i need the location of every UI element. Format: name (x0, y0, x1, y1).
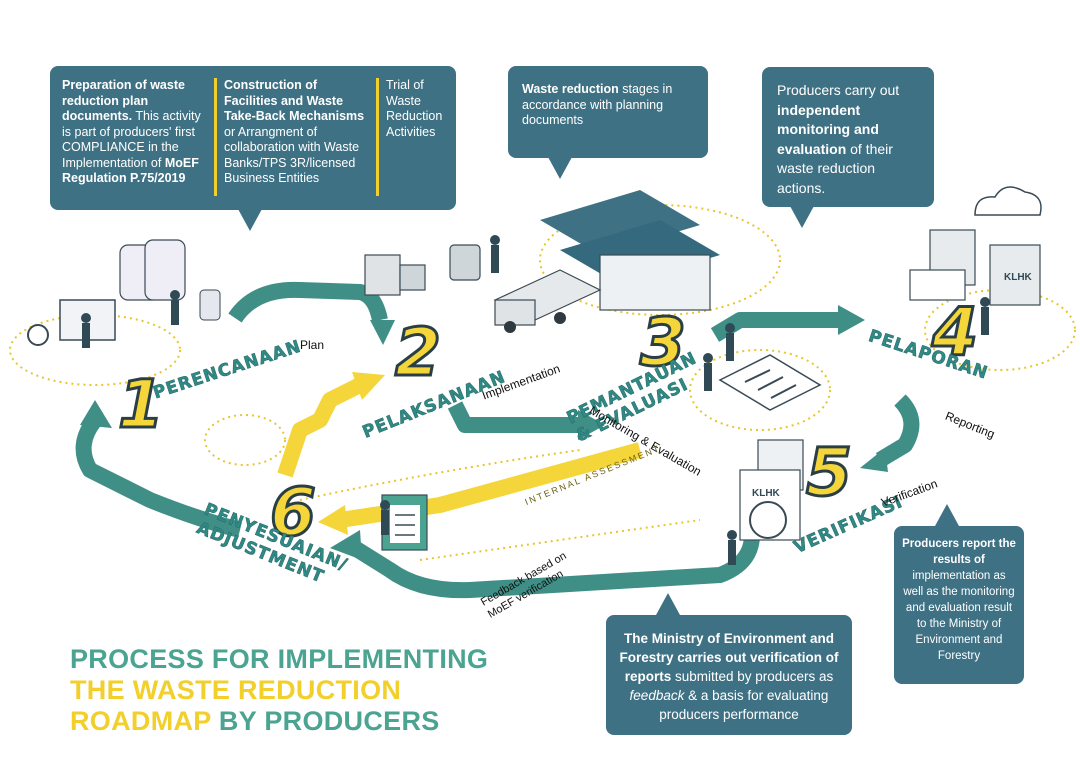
verification-italic: feedback (629, 688, 685, 703)
planning-illustration (27, 239, 221, 346)
step-6-number: 6 (269, 474, 318, 551)
adjustment-illustration (381, 494, 428, 551)
teal-arrow-heads (80, 305, 888, 560)
title-line-3: ROADMAP BY PRODUCERS (70, 706, 488, 737)
prep-col1-text: This activity is part of producers' firs… (62, 109, 201, 170)
implementation-bold: Waste reduction (522, 82, 619, 96)
callout-preparation: Preparation of waste reduction plan docu… (50, 66, 456, 210)
callout-monitoring-tail (790, 206, 814, 228)
callout-implementation: Waste reduction stages in accordance wit… (508, 66, 708, 158)
yellow-flow-arrows (277, 377, 643, 528)
prep-column-1: Preparation of waste reduction plan docu… (62, 78, 210, 187)
callout-verification: The Ministry of Environment and Forestry… (606, 615, 852, 735)
reporting-illustration (909, 186, 1042, 306)
callout-preparation-tail (238, 209, 262, 231)
implementation-text: stages in accordance with planning docum… (522, 82, 673, 127)
kiosk-label-reporting: KLHK (1004, 272, 1032, 283)
step-1-label: Plan (300, 338, 325, 352)
step-4-number: 4 (931, 294, 980, 371)
step-3-number: 3 (639, 304, 688, 381)
prep-col2-bold: Construction of Facilities and Waste Tak… (224, 78, 365, 123)
callout-implementation-tail (548, 157, 572, 179)
monitoring-bold: independent monitoring and evaluation (777, 101, 879, 157)
prep-column-3: Trial of Waste Reduction Activities (386, 78, 450, 140)
prep-divider-2 (376, 78, 379, 196)
reporting-bold: Producers report the results of (902, 538, 1016, 566)
verification-text1: submitted by producers as (671, 669, 834, 684)
monitoring-text1: Producers carry out (777, 82, 900, 98)
prep-col1-bold: Preparation of waste reduction plan docu… (62, 78, 185, 123)
kiosk-label-verification: KLHK (752, 488, 780, 499)
title-line-3a: ROADMAP (70, 706, 212, 736)
prep-col1-bold2: MoEF Regulation P.75/2019 (62, 155, 199, 186)
verification-bold: The Ministry of Environment and Forestry… (619, 631, 839, 684)
callout-reporting-tail (935, 504, 959, 526)
prep-col3-text: Trial of Waste Reduction Activities (386, 78, 443, 139)
prep-column-2: Construction of Facilities and Waste Tak… (224, 78, 372, 187)
callout-reporting: Producers report the results of implemen… (894, 526, 1024, 684)
title-line-2: THE WASTE REDUCTION (70, 675, 402, 705)
person-figures (81, 235, 990, 565)
prep-col2-text: or Arrangment of collaboration with Wast… (224, 124, 360, 186)
page-title: PROCESS FOR IMPLEMENTING THE WASTE REDUC… (70, 644, 488, 737)
reporting-text: implementation as well as the monitoring… (903, 570, 1015, 662)
callout-verification-tail (656, 593, 680, 615)
forklift-illustration (364, 244, 481, 296)
title-line-1: PROCESS FOR IMPLEMENTING (70, 644, 489, 674)
step-2-number: 2 (394, 314, 443, 391)
yellow-arrow-heads (318, 372, 385, 535)
monitoring-board-illustration (718, 354, 822, 411)
prep-divider-1 (214, 78, 217, 196)
callout-monitoring: Producers carry out independent monitori… (762, 67, 934, 207)
factory-illustration (493, 190, 720, 333)
teal-flow-arrows (75, 281, 920, 599)
verification-text2: & a basis for evaluating producers perfo… (659, 688, 829, 722)
step-1-number: 1 (117, 366, 166, 443)
title-line-3b: BY PRODUCERS (211, 706, 440, 736)
verification-illustration (739, 439, 804, 541)
step-5-number: 5 (805, 434, 854, 511)
monitoring-text2: of their waste reduction actions. (777, 140, 893, 196)
